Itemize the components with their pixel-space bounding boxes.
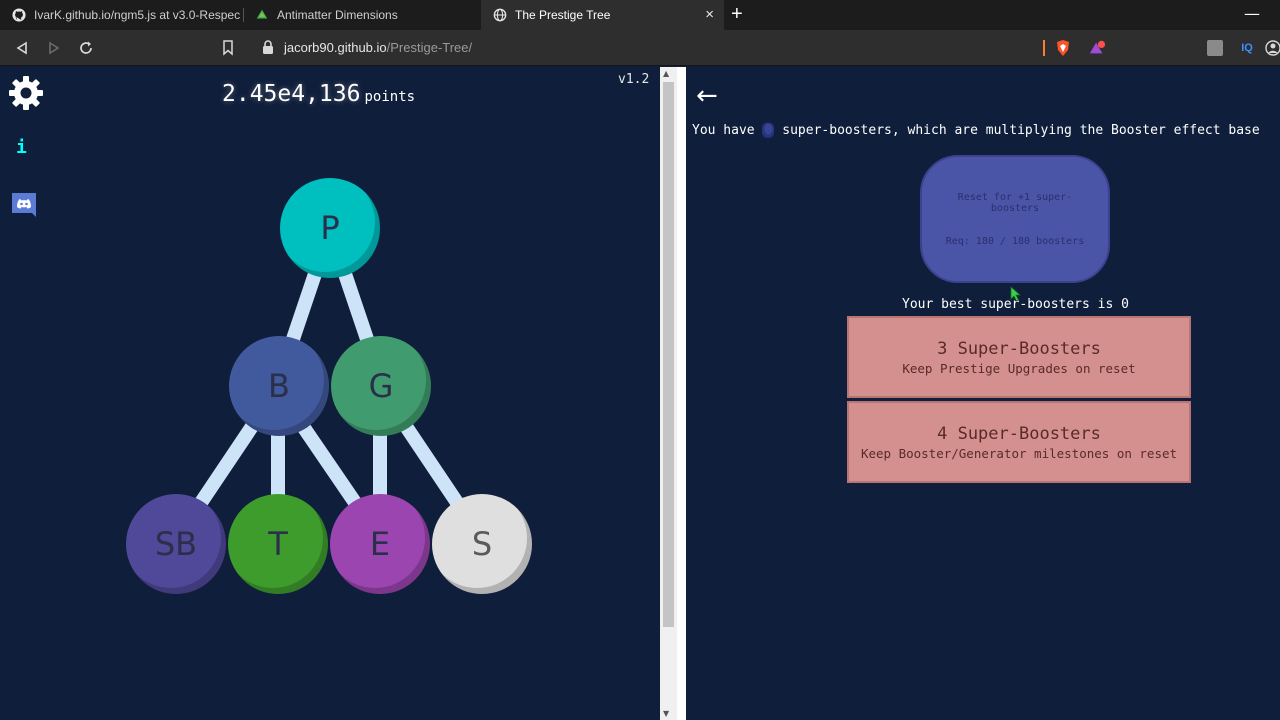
- milestone-description: Keep Prestige Upgrades on reset: [902, 360, 1136, 376]
- brave-shield-icon[interactable]: [1054, 39, 1072, 57]
- brave-rewards-icon[interactable]: [1088, 39, 1106, 57]
- back-arrow-icon[interactable]: ←: [696, 81, 718, 111]
- super-booster-count: 0: [762, 123, 775, 138]
- reset-gain-text: Reset for +1 super-boosters: [957, 191, 1073, 214]
- url-host: jacorb90.github.io: [284, 40, 387, 55]
- scrollbar-thumb[interactable]: [663, 82, 674, 627]
- summary-suffix: super-boosters, which are multiplying th…: [782, 123, 1260, 138]
- prestige-reset-button[interactable]: Reset for +1 super-boosters Req: 180 / 1…: [920, 155, 1110, 283]
- github-icon: [12, 8, 26, 22]
- super-boosters-summary: You have 0 super-boosters, which are mul…: [692, 123, 1260, 138]
- points-value: 2.45e4,136: [222, 81, 361, 107]
- bookmark-icon[interactable]: [222, 40, 234, 60]
- layer-node-prestige[interactable]: P: [280, 178, 380, 278]
- milestone-title: 4 Super-Boosters: [937, 423, 1101, 444]
- version-label: v1.2: [618, 72, 650, 87]
- address-bar[interactable]: jacorb90.github.io/Prestige-Tree/: [284, 40, 472, 55]
- close-tab-icon[interactable]: ×: [705, 6, 714, 23]
- layer-node-generators[interactable]: G: [331, 336, 431, 436]
- summary-prefix: You have: [692, 123, 755, 138]
- url-path: /Prestige-Tree/: [386, 40, 473, 55]
- settings-gear-icon[interactable]: [8, 75, 44, 111]
- tree-canvas: [194, 262, 464, 508]
- profile-icon[interactable]: [1264, 39, 1280, 57]
- address-divider: [1043, 40, 1045, 56]
- layer-node-space[interactable]: S: [432, 494, 532, 594]
- layer-pane: ← You have 0 super-boosters, which are m…: [686, 67, 1280, 720]
- globe-icon: [493, 8, 507, 22]
- tab-label: Antimatter Dimensions: [277, 8, 398, 22]
- forward-triangle-icon: [49, 41, 60, 55]
- lock-icon[interactable]: [262, 40, 274, 59]
- reset-requirement-text: Req: 180 / 180 boosters: [945, 235, 1085, 247]
- tab-label: IvarK.github.io/ngm5.js at v3.0-Respec: [34, 8, 240, 22]
- milestone-3-super-boosters: 3 Super-Boosters Keep Prestige Upgrades …: [847, 316, 1191, 398]
- tab-github[interactable]: IvarK.github.io/ngm5.js at v3.0-Respec: [0, 0, 240, 30]
- tree-branches: [194, 262, 464, 508]
- branch-p-b: [285, 262, 325, 345]
- reload-icon: [80, 41, 92, 54]
- milestone-4-super-boosters: 4 Super-Boosters Keep Booster/Generator …: [847, 401, 1191, 483]
- layer-node-super-boosters[interactable]: SB: [126, 494, 226, 594]
- new-tab-button[interactable]: +: [731, 3, 743, 25]
- branch-b-e: [294, 418, 362, 508]
- pane-divider: [677, 67, 686, 720]
- branch-g-s: [397, 418, 464, 508]
- extension-icon[interactable]: [1207, 40, 1223, 56]
- forward-button[interactable]: [44, 38, 64, 58]
- layer-node-time[interactable]: T: [228, 494, 328, 594]
- branch-p-g: [335, 262, 375, 345]
- tab-antimatter[interactable]: Antimatter Dimensions: [243, 0, 481, 30]
- discord-icon[interactable]: [9, 191, 39, 221]
- back-button[interactable]: [12, 38, 32, 58]
- minimize-window-button[interactable]: —: [1244, 4, 1260, 23]
- back-triangle-icon: [16, 41, 27, 55]
- tab-label: The Prestige Tree: [515, 8, 611, 22]
- layer-node-enhance[interactable]: E: [330, 494, 430, 594]
- info-icon[interactable]: i: [16, 137, 27, 158]
- scroll-up-arrow-icon[interactable]: ▲: [663, 69, 670, 78]
- browser-tab-bar: IvarK.github.io/ngm5.js at v3.0-Respec A…: [0, 0, 1280, 30]
- reload-button[interactable]: [76, 38, 96, 58]
- browser-toolbar: jacorb90.github.io/Prestige-Tree/ IQ: [0, 30, 1280, 66]
- points-unit: points: [364, 89, 416, 105]
- iq-extension-icon[interactable]: IQ: [1241, 42, 1253, 54]
- tab-prestige-tree[interactable]: The Prestige Tree ×: [481, 0, 724, 30]
- layer-node-boosters[interactable]: B: [229, 336, 329, 436]
- branch-b-sb: [194, 418, 261, 508]
- best-super-boosters: Your best super-boosters is 0: [902, 297, 1129, 312]
- tab-separator: [243, 8, 244, 22]
- scroll-down-arrow-icon[interactable]: ▼: [663, 709, 670, 718]
- mouse-cursor-icon: [1010, 286, 1022, 306]
- milestone-title: 3 Super-Boosters: [937, 338, 1101, 359]
- antimatter-icon: [255, 8, 269, 22]
- milestone-description: Keep Booster/Generator milestones on res…: [860, 445, 1178, 461]
